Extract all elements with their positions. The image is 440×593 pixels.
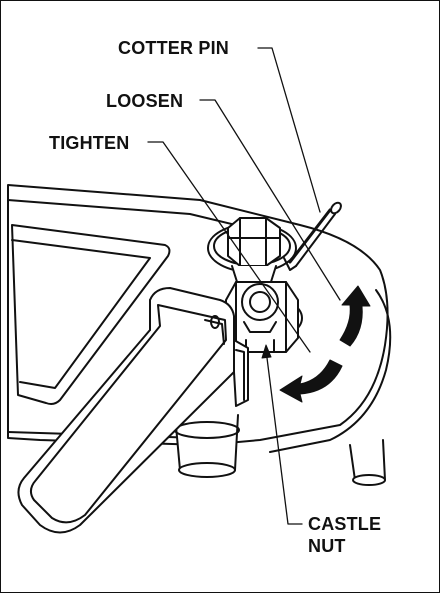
cotter-pin-label: COTTER PIN	[118, 38, 230, 58]
leader-lines	[147, 47, 341, 525]
castle-nut-label: CASTLE NUT	[308, 513, 381, 557]
tighten-label: TIGHTEN	[49, 133, 130, 153]
cotter-pin	[283, 201, 342, 271]
castle-nut-arrowhead	[261, 344, 272, 359]
curved-double-arrow-icon	[279, 285, 371, 403]
latch-handle	[17, 287, 249, 534]
lower-spindle	[174, 414, 386, 486]
leader-tighten	[147, 141, 311, 353]
loosen-label: LOOSEN	[106, 91, 184, 111]
castle-nut-label-line2: NUT	[308, 536, 346, 556]
castle-nut-label-line1: CASTLE	[308, 514, 382, 534]
leader-castle-nut	[265, 349, 303, 525]
leader-cotter-pin	[257, 47, 321, 213]
leader-loosen	[199, 99, 341, 301]
